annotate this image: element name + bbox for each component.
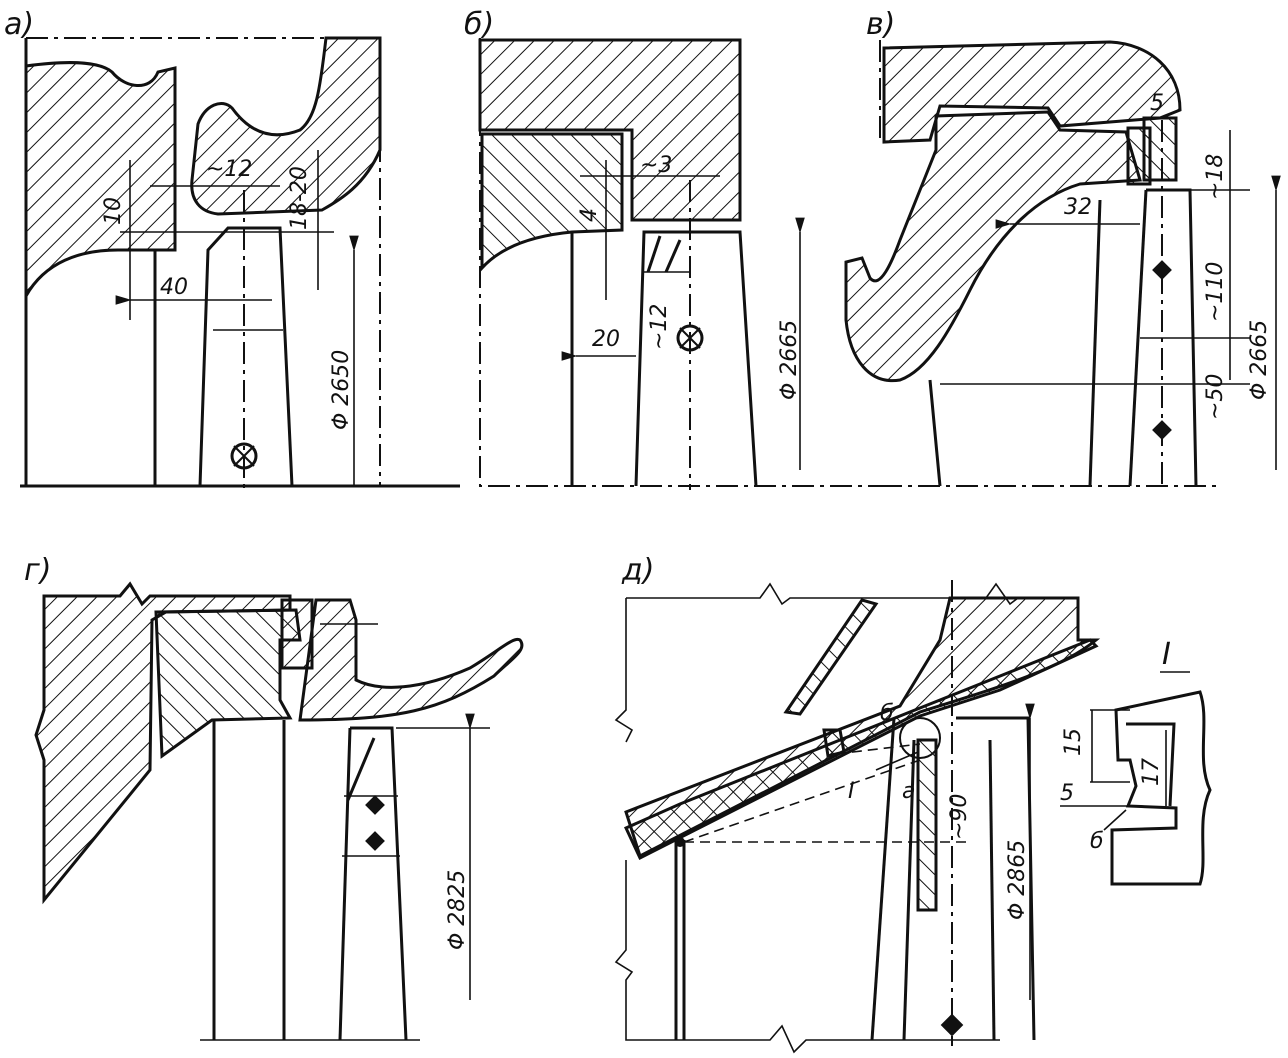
dim-50: ~50 [1203, 374, 1228, 420]
detail-dim-5: 5 [1060, 781, 1074, 806]
panel-b-label: б) [464, 7, 494, 42]
dim-12b: ~12 [647, 304, 672, 350]
detail-I: I 15 5 17 б [1060, 637, 1212, 886]
detail-dim-17: 17 [1139, 758, 1164, 786]
detail-label-b: б [1090, 829, 1104, 854]
label-b: б [880, 701, 894, 726]
dim-90: ~90 [947, 794, 972, 840]
detail-dim-15: 15 [1061, 728, 1086, 756]
dim-20: 20 [592, 327, 620, 352]
detail-label: I [1162, 637, 1171, 672]
dim-32: 32 [1064, 195, 1092, 220]
dim-18-20: 18-20 [287, 166, 312, 230]
dim-phi-2650: Φ 2650 [329, 350, 354, 430]
dim-5: 5 [1150, 91, 1164, 116]
label-a: a [902, 779, 915, 804]
dim-4: 4 [577, 208, 602, 222]
panel-d-label: д) [621, 553, 654, 588]
panel-b: б) ~3 4 ~12 20 Φ 2665 [464, 7, 880, 490]
panel-g: г) Φ 2825 [24, 553, 524, 1041]
panel-g-label: г) [24, 553, 51, 588]
panel-v: в) 5 ~18 32 ~110 ~50 Φ 2665 [844, 7, 1281, 490]
dim-18: ~18 [1203, 154, 1228, 200]
dim-110: ~110 [1203, 262, 1228, 322]
dim-phi-2865: Φ 2865 [1005, 840, 1030, 920]
dim-3: ~3 [640, 153, 672, 178]
panel-a-label: а) [4, 7, 34, 42]
dim-10: 10 [101, 197, 126, 225]
panel-v-label: в) [866, 7, 895, 42]
dim-40: 40 [160, 275, 188, 300]
dim-phi-2825: Φ 2825 [445, 870, 470, 950]
panel-a: а) 10 ~12 18-20 40 Φ 2650 [4, 7, 460, 490]
label-I: I [848, 779, 855, 804]
dim-12: ~12 [206, 157, 252, 182]
dim-phi-2665-b: Φ 2665 [777, 320, 802, 400]
dim-phi-2665-v: Φ 2665 [1247, 320, 1272, 400]
panel-d: д) б I a ~90 Φ 2865 [614, 553, 1101, 1054]
